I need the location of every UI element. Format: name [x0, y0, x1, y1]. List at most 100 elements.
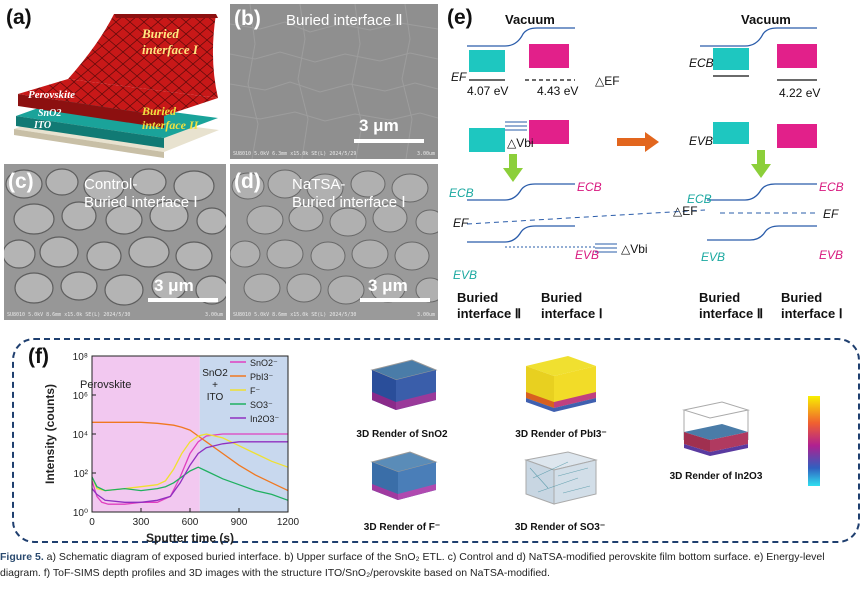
- ecb-label-right: ECB: [689, 56, 714, 70]
- panel-e-label: (e): [447, 6, 473, 29]
- sem-texture-c: [4, 164, 226, 320]
- legend-label-2: F⁻: [250, 386, 260, 396]
- y-tick-label-1: 10²: [74, 469, 89, 480]
- x-tick-label-2: 600: [182, 517, 199, 528]
- vacuum-label-left: Vacuum: [505, 12, 555, 27]
- interface-ii-label-2: interface Ⅱ: [699, 306, 764, 321]
- buried-label-3: Buried: [699, 290, 741, 305]
- panel-a-label: (a): [6, 6, 32, 29]
- buried-label-1: Buried: [457, 290, 499, 305]
- color-scale-bar: [808, 396, 820, 486]
- scale-bar-c: [148, 298, 218, 302]
- render-caption-sno2: 3D Render of SnO2: [356, 429, 448, 440]
- ito-layer-label: ITO: [34, 120, 52, 131]
- evb-band-right-teal: EVB: [701, 250, 726, 264]
- sem-meta-right-d: 3.00um: [416, 312, 435, 318]
- sno2-layer-label: SnO2: [38, 108, 62, 119]
- vacuum-label-right: Vacuum: [741, 12, 791, 27]
- energy-diagram-drawing: [466, 27, 817, 253]
- panel-c-title-line2: Buried interface Ⅰ: [84, 194, 198, 211]
- ecb-value: 4.22 eV: [779, 86, 821, 100]
- x-tick-label-1: 300: [133, 517, 150, 528]
- render-caption-f: 3D Render of F⁻: [363, 522, 441, 533]
- schematic-layers: [14, 14, 219, 158]
- ef-label: EF: [451, 70, 467, 84]
- sem-meta-d: SU8010 5.0kV 8.6mm x15.0k SE(L) 2024/5/3…: [233, 312, 357, 318]
- delta-vbi-band: △Vbi: [621, 242, 648, 256]
- render-caption-in2o3: 3D Render of In2O3: [669, 471, 763, 482]
- scale-bar-b: [354, 139, 424, 143]
- caption-figure-number: Figure 5.: [0, 551, 44, 563]
- panel-c-title-line1: Control-: [84, 176, 138, 193]
- render-sno2-cube: [370, 359, 438, 410]
- panel-b-title: Buried interface Ⅱ: [286, 12, 403, 29]
- buried-label-4: Buried: [781, 290, 823, 305]
- sem-image-d: (d) NaTSA- Buried interface Ⅰ 3 μm SU801…: [230, 164, 438, 320]
- panel-e: (e) Vacuum Vacuum EF 4.07 eV 4.43 eV △EF…: [445, 4, 863, 324]
- ef-value-right: 4.43 eV: [537, 84, 579, 98]
- buried-label-2: Buried: [541, 290, 583, 305]
- render-so3-cube: [524, 451, 598, 505]
- scale-label-d: 3 μm: [368, 276, 408, 295]
- x-tick-label-0: 0: [89, 517, 95, 528]
- render-caption-so3: 3D Render of SO3⁻: [514, 522, 606, 533]
- interface-i-label-1: interface Ⅰ: [541, 306, 603, 321]
- legend-label-1: PbI3⁻: [250, 372, 274, 382]
- buried-interface-2-text: Buried interface II: [142, 104, 199, 132]
- ecb-band-right-teal: ECB: [687, 192, 712, 206]
- delta-ef-label: △EF: [595, 74, 620, 88]
- ecb-band-pink: ECB: [577, 180, 602, 194]
- evb-band-pink: EVB: [575, 248, 600, 262]
- region-sno2-label: SnO2 + ITO: [202, 368, 228, 403]
- render-f-cube: [370, 451, 438, 500]
- ef-band-right: EF: [823, 207, 839, 221]
- evb-band-right-pink: EVB: [819, 248, 844, 262]
- render-pbi3-cube: [526, 356, 596, 412]
- sem-image-b: (b) Buried interface Ⅱ 3 μm SU8010 5.0kV…: [230, 4, 438, 159]
- interface-ii-label-1: interface Ⅱ: [457, 306, 522, 321]
- buried-interface-1-text: Buried interface I: [142, 26, 198, 57]
- ecb-band-left: ECB: [449, 186, 474, 200]
- scale-label-b: 3 μm: [359, 116, 399, 135]
- ecb-band-right-pink: ECB: [819, 180, 844, 194]
- panel-d-label: (d): [234, 170, 261, 193]
- render-in2o3-cube: [682, 401, 750, 456]
- region-perovskite-label: Perovskite: [80, 379, 132, 391]
- delta-vbi-label: △Vbi: [507, 136, 534, 150]
- sem-meta-right-c: 3.00um: [204, 312, 223, 318]
- legend-label-0: SnO2⁻: [250, 358, 278, 368]
- figure-caption: Figure 5. a) Schematic diagram of expose…: [0, 549, 865, 581]
- legend-label-3: SO3⁻: [250, 400, 273, 410]
- sem-meta-b: SU8010 5.0kV 6.3mm x15.0k SE(L) 2024/5/2…: [233, 151, 357, 157]
- ef-value-left: 4.07 eV: [467, 84, 509, 98]
- sem-meta-c: SU8010 5.0kV 8.6mm x15.0k SE(L) 2024/5/3…: [7, 312, 131, 318]
- render-caption-pbi3: 3D Render of PbI3⁻: [515, 429, 607, 440]
- series-line-1: [92, 421, 289, 492]
- evb-band-left: EVB: [453, 268, 478, 282]
- sem-texture-d: [230, 164, 438, 320]
- panel-c-label: (c): [8, 170, 34, 193]
- x-tick-label-3: 900: [231, 517, 248, 528]
- series-line-3: [91, 466, 289, 501]
- y-tick-label-2: 10⁴: [73, 430, 88, 441]
- scale-label-c: 3 μm: [154, 276, 194, 295]
- panel-d-title-line1: NaTSA-: [292, 176, 346, 193]
- x-axis-label: Sputter time (s): [146, 531, 234, 545]
- ef-band-label: EF: [453, 216, 469, 230]
- panel-b-label: (b): [234, 7, 261, 30]
- y-tick-label-3: 10⁶: [73, 391, 88, 402]
- x-tick-label-4: 1200: [277, 517, 300, 528]
- y-tick-label-4: 10⁸: [73, 352, 88, 363]
- caption-text: a) Schematic diagram of exposed buried i…: [0, 551, 825, 579]
- panel-d-title-line2: Buried interface Ⅰ: [292, 194, 406, 211]
- y-axis-label: Intensity (counts): [43, 384, 57, 484]
- delta-ef-band: △EF: [673, 204, 698, 218]
- scale-bar-d: [360, 298, 430, 302]
- series-line-4: [91, 441, 288, 503]
- panel-a: (a) Buried interface I Perovskite SnO2 I…: [4, 4, 226, 164]
- series-line-0: [91, 433, 288, 505]
- panel-f-frame: [12, 338, 860, 543]
- perovskite-layer-label: Perovskite: [28, 89, 76, 101]
